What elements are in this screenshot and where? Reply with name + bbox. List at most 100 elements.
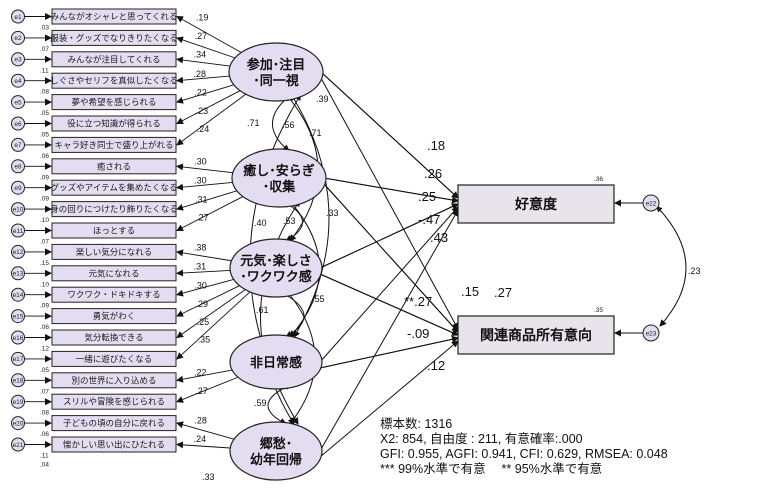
loading-coefficient: .27 <box>195 31 208 41</box>
path-coefficients: .19.27.34.28.22.23.24.30.30.31.27.38.31.… <box>193 13 700 482</box>
item-label: 一緒に遊びたくなる <box>76 354 153 364</box>
item-label: スリルや冒険を感じられる <box>63 397 165 407</box>
item-box <box>51 94 177 111</box>
latent-factors: 参加･注目･同一視癒し･安らぎ･収集元気･楽しさ･ワクワク感非日常感郷愁･幼年回… <box>228 42 327 481</box>
path-coefficient: -.47 <box>418 212 440 227</box>
item-error-variance: .09 <box>40 303 49 310</box>
item-row-17: 一緒に遊びたくなる e17 .05 <box>11 350 177 374</box>
path-coefficient: .15 <box>461 284 479 299</box>
latent-label-line1: 癒し･安らぎ <box>243 163 315 178</box>
outcome-label: 好意度 <box>514 196 558 212</box>
latent-ellipse <box>229 334 323 390</box>
item-label: 勇気がわく <box>93 311 136 321</box>
latent-correlation-value: .40 <box>254 218 267 228</box>
item-error-variance: .08 <box>40 410 49 417</box>
item-error-variance: .09 <box>40 174 49 181</box>
structural-path-arrow <box>320 71 459 199</box>
item-box <box>51 158 177 175</box>
structural-path-arrow <box>319 335 459 369</box>
item-box <box>51 436 177 453</box>
loading-arrow <box>176 278 234 297</box>
item-error-variance: .07 <box>40 46 49 53</box>
error-term-label: e17 <box>13 356 24 363</box>
latent-correlation-arc <box>267 384 291 425</box>
loading-arrow <box>176 441 231 449</box>
error-term-label: e7 <box>14 142 22 149</box>
item-box <box>51 286 177 303</box>
loading-coefficient: .24 <box>197 124 210 134</box>
loading-coefficient: .27 <box>195 386 208 396</box>
stats-significance-note: *** 99%水準で有意 ** 95%水準で有意 <box>380 461 602 476</box>
error-term-label: e10 <box>13 206 24 213</box>
loading-arrow <box>176 90 241 124</box>
structural-path-arrow <box>319 209 459 452</box>
outcome-r-squared: .36 <box>594 176 603 183</box>
error-term-label: e2 <box>14 35 22 42</box>
latent-correlation-value: .55 <box>312 294 325 304</box>
latent-factor-4: 非日常感 <box>229 334 323 390</box>
item-label: 服装・グッズでなりきりたくなる <box>50 33 178 43</box>
stats-fit-indices: GFI: 0.955, AGFI: 0.941, CFI: 0.629, RMS… <box>380 447 668 461</box>
loading-coefficient: .31 <box>194 262 207 272</box>
item-error-variance: .09 <box>40 196 49 203</box>
loading-arrow <box>176 376 239 403</box>
loading-arrow <box>176 163 233 174</box>
item-box <box>51 393 177 410</box>
structural-path-arrow <box>323 177 459 204</box>
item-label: 別の世界に入り込める <box>71 375 156 385</box>
error-term-label: e3 <box>14 57 22 64</box>
item-label: 楽しい気分になれる <box>76 247 153 257</box>
item-box <box>51 136 177 153</box>
observed-items: みんながオシャレと思ってくれるe1.03服装・グッズでなりきりたくなるe2.07… <box>11 8 178 469</box>
loading-coefficient: .34 <box>194 50 207 60</box>
error-term-label: e12 <box>13 249 24 256</box>
latent-factor-5: 郷愁･幼年回帰 <box>229 421 323 481</box>
path-coefficient: .25 <box>418 189 436 204</box>
error-term-label: e14 <box>13 292 24 299</box>
path-coefficient: .27 <box>494 285 512 300</box>
loading-arrow <box>176 291 251 360</box>
item-box <box>51 29 177 46</box>
item-box <box>51 201 177 218</box>
item-box <box>51 265 177 282</box>
item-error-variance: .05 <box>40 367 49 374</box>
outcome-label: 関連商品所有意向 <box>480 327 592 343</box>
item-label: みんなが注目してくれる <box>68 54 161 64</box>
item-error-variance: .06 <box>40 431 49 438</box>
loading-arrow <box>176 181 233 191</box>
loading-arrow <box>176 36 236 59</box>
latent-ellipse <box>231 148 327 208</box>
loading-arrow <box>176 249 232 262</box>
item-label: 癒される <box>97 161 131 171</box>
loading-coefficient: .24 <box>194 434 207 444</box>
item-error-variance: .06 <box>40 153 49 160</box>
item-error-variance: .10 <box>40 281 49 288</box>
structural-path-arrow <box>319 206 459 363</box>
error-term-label: e4 <box>14 78 22 85</box>
item-box <box>51 329 177 346</box>
loading-coefficient: .29 <box>196 299 209 309</box>
error-term-label: e15 <box>13 313 24 320</box>
loading-coefficient: .19 <box>196 13 209 23</box>
outcome-error-correlation-arc <box>656 205 687 327</box>
fit-statistics: 標本数: 1316 X2: 854, 自由度 : 211, 有意確率:.000 … <box>380 416 668 476</box>
latent-label-line2: ･同一視 <box>253 73 299 88</box>
loading-coefficient: .23 <box>196 106 209 116</box>
path-coefficient: .12 <box>427 358 445 373</box>
item-box <box>51 115 177 132</box>
latent-correlation-value: .71 <box>247 118 260 128</box>
item-label: 役に立つ知識が得られる <box>67 119 161 129</box>
path-coefficient: .18 <box>427 138 445 153</box>
item-box <box>51 308 177 325</box>
